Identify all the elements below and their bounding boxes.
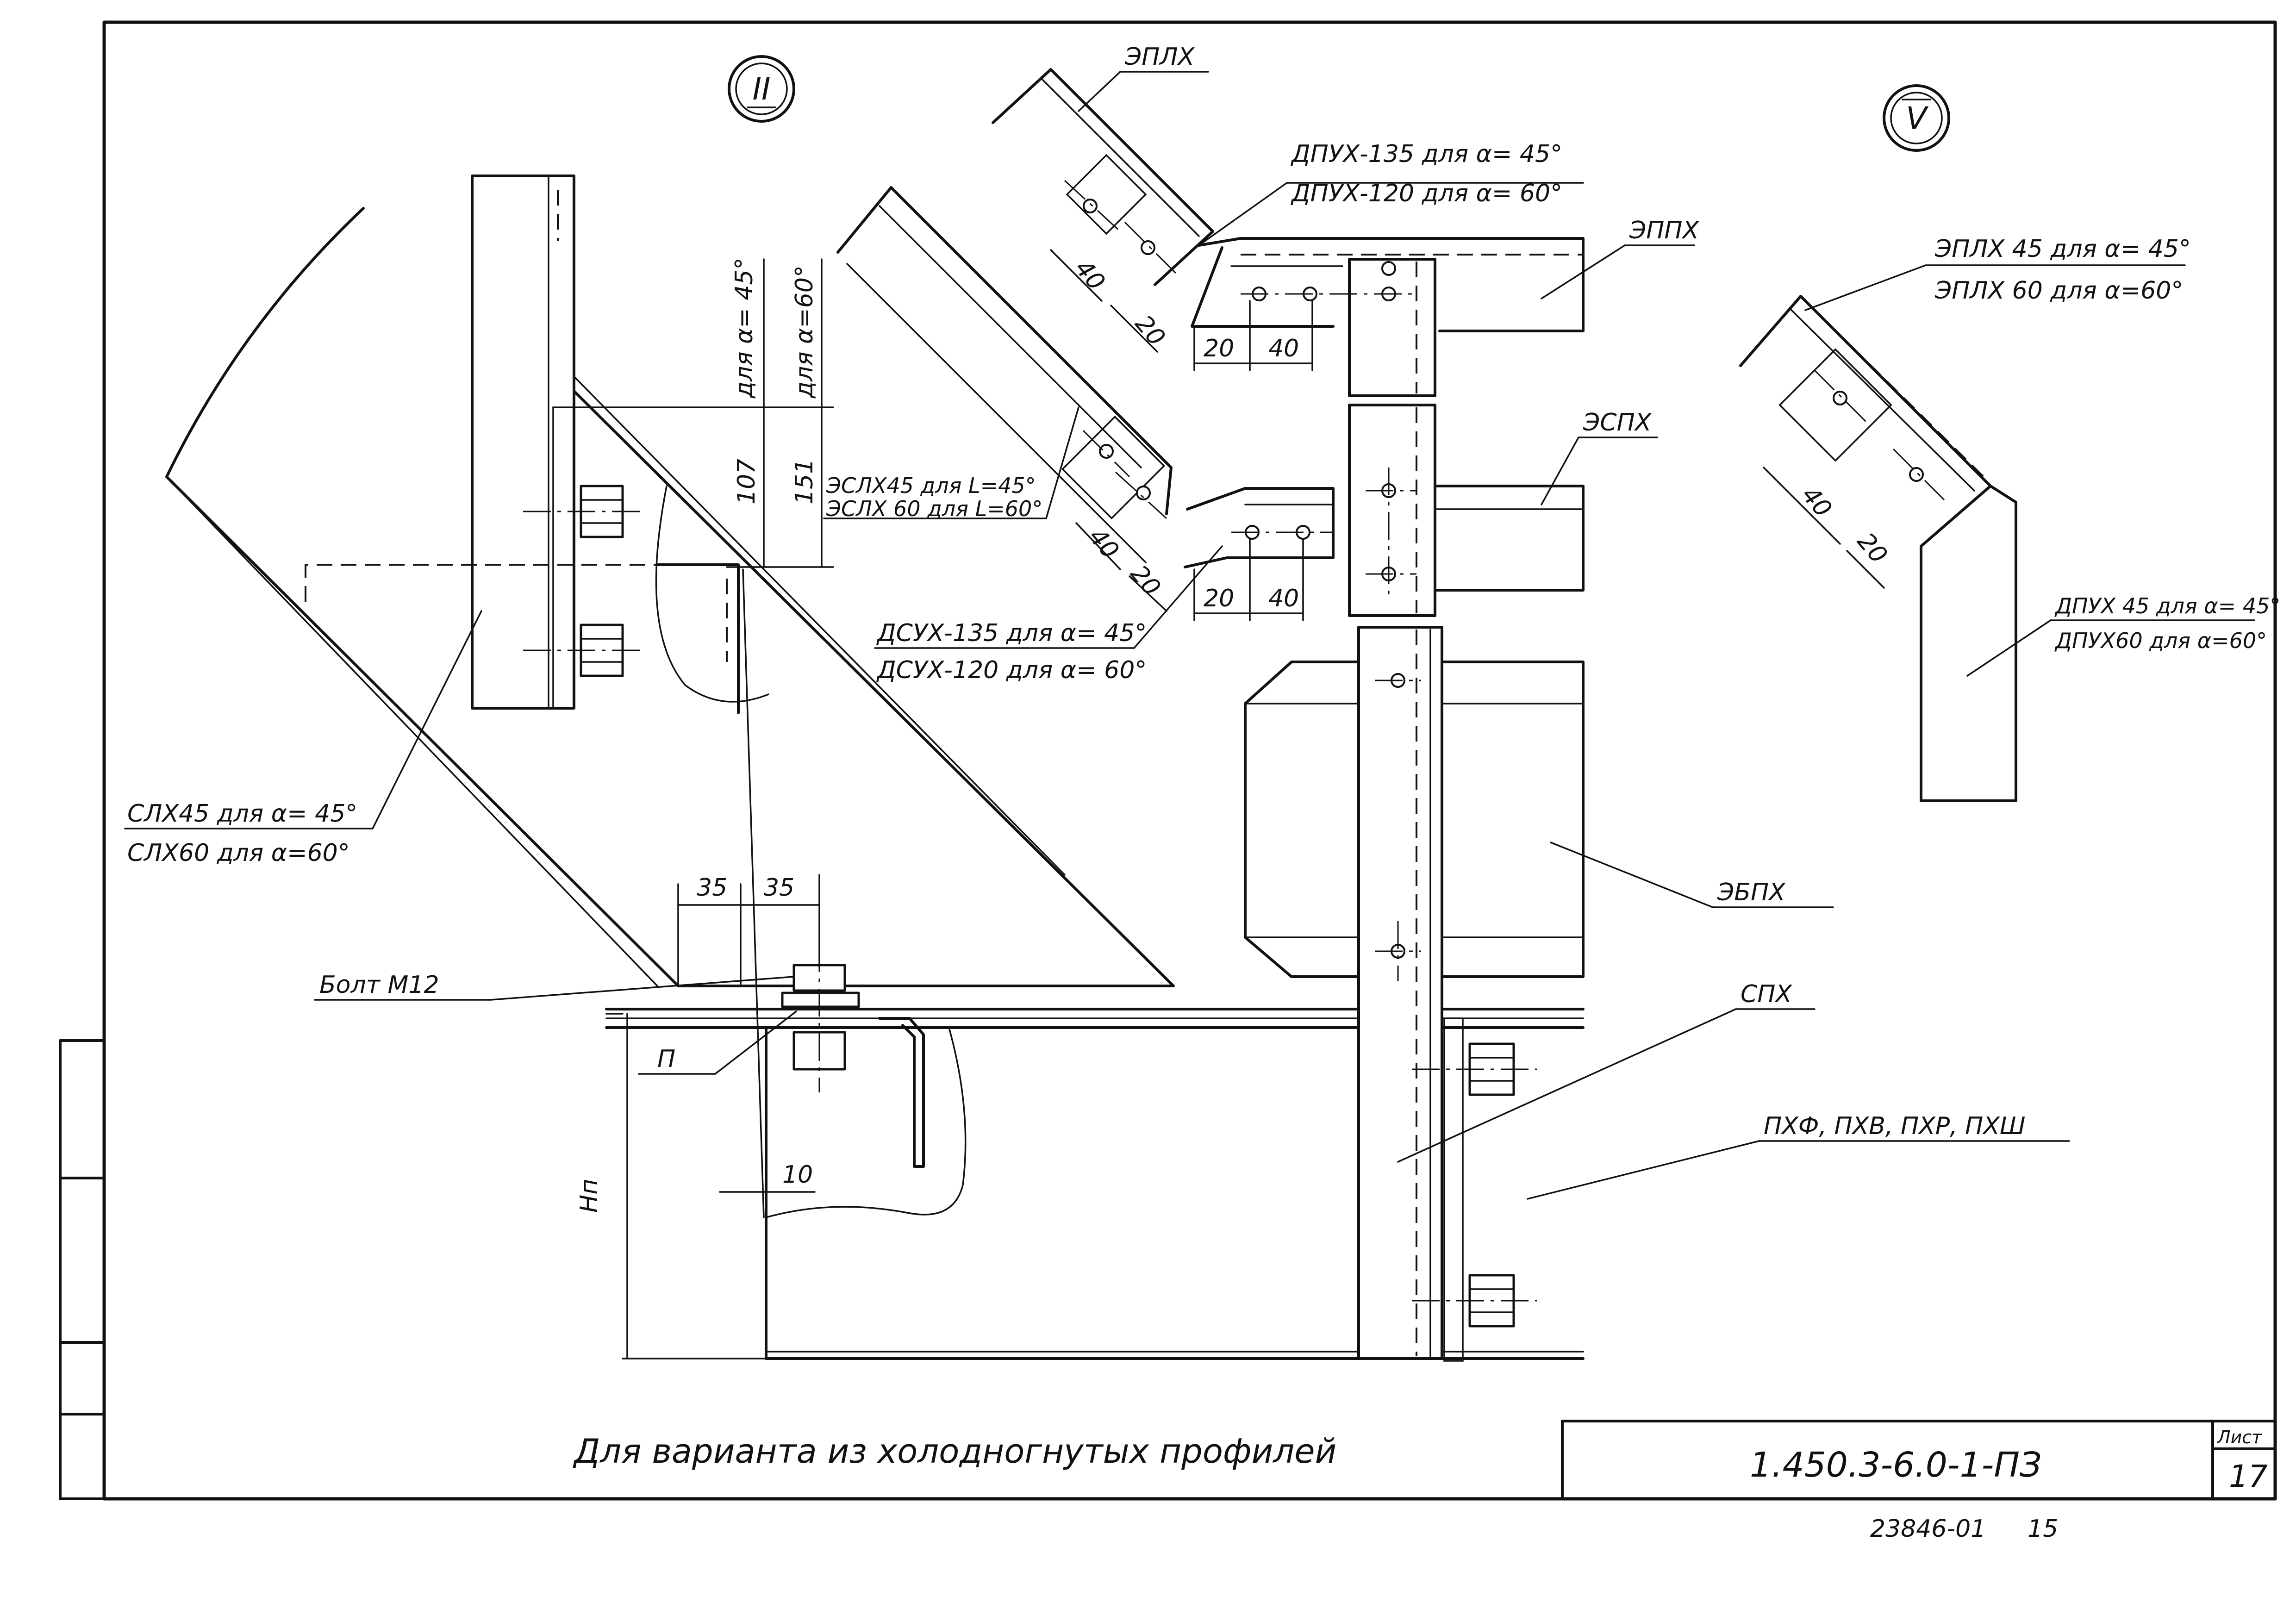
dim-35-right: 35 (764, 874, 794, 902)
dim-107: 107 (733, 459, 761, 505)
label-profiles: ПХФ, ПХВ, ПХР, ПХШ (1764, 1112, 2025, 1140)
dim-40-mid: 40 (1268, 335, 1299, 362)
sheet-frame (59, 20, 2277, 1501)
label-for-a60: для α=60° (791, 265, 818, 399)
doc-code: 1.450.3-6.0-1-ПЗ (1750, 1445, 2041, 1485)
label-eslh60: ЭСЛХ 60 для L=60° (826, 496, 1042, 521)
label-eplh60: ЭПЛХ 60 для α=60° (1934, 277, 2183, 305)
label-eslh45: ЭСЛХ45 для L=45° (826, 473, 1036, 498)
label-epph: ЭППХ (1629, 217, 1700, 244)
label-dsuh120: ДСУХ-120 для α= 60° (876, 656, 1147, 684)
label-slh60: СЛХ60 для α=60° (127, 839, 350, 867)
dim-40-low: 40 (1268, 585, 1299, 612)
detail-view-v (1739, 295, 2017, 802)
right-lower-assembly (1244, 626, 1585, 1362)
bolt-lower (523, 624, 643, 677)
caption: Для варианта из холодногнутых профилей (573, 1432, 1336, 1471)
label-p: П (657, 1045, 675, 1073)
sheet-label: Лист (2216, 1427, 2263, 1447)
label-for-a45: для α= 45° (730, 257, 758, 399)
view-v-label: V (1906, 100, 1928, 136)
dimension-lines (124, 71, 2255, 1359)
dim-20-esl: 20 (1125, 560, 1166, 601)
dim-35-left: 35 (697, 874, 727, 902)
label-dsuh135: ДСУХ-135 для α= 45° (876, 619, 1147, 647)
dim-10: 10 (782, 1161, 813, 1189)
bolt-upper (523, 485, 643, 538)
dim-40-esl: 40 (1083, 523, 1124, 564)
labels: ЭПЛХ ДПУХ-135 для α= 45° ДПУХ-120 для α=… (127, 43, 2280, 1213)
detail-top-middle (992, 68, 1585, 397)
left-assembly (165, 175, 1585, 1360)
label-sph: СПХ (1741, 980, 1792, 1008)
dim-40-view-v: 40 (1796, 481, 1837, 523)
view-ii-marker: II (728, 55, 795, 123)
bolt-m12 (781, 944, 860, 1092)
dim-20-mid: 20 (1204, 335, 1234, 362)
label-eplh45: ЭПЛХ 45 для α= 45° (1934, 235, 2191, 263)
view-v-marker: V (1883, 84, 1950, 152)
sheet-number: 17 (2229, 1459, 2268, 1494)
label-dpuh135: ДПУХ-135 для α= 45° (1291, 140, 1562, 168)
footer-number: 15 (2028, 1515, 2058, 1543)
dim-20-top: 20 (1129, 310, 1170, 351)
label-dpuh45: ДПУХ 45 для α= 45° (2054, 593, 2280, 618)
label-dpuh120: ДПУХ-120 для α= 60° (1291, 180, 1562, 207)
footer-code: 23846-01 (1870, 1515, 1986, 1543)
label-esph: ЭСПХ (1583, 409, 1652, 436)
title-block: 1.450.3-6.0-1-ПЗ Лист 17 (1561, 1420, 2277, 1500)
label-bolt: Болт М12 (319, 971, 439, 999)
dim-20-low: 20 (1204, 585, 1234, 612)
label-ebph: ЭБПХ (1717, 879, 1786, 906)
label-eplh: ЭПЛХ (1124, 43, 1195, 71)
dimension-values: 107 151 35 35 10 40 20 20 40 40 20 20 40… (697, 255, 1893, 1189)
view-ii-label: II (753, 71, 771, 107)
label-hp: Нп (575, 1179, 603, 1213)
label-slh45: СЛХ45 для α= 45° (127, 800, 357, 828)
dim-40-top: 40 (1069, 255, 1110, 296)
label-dpuh60: ДПУХ60 для α=60° (2054, 628, 2267, 653)
detail-middle (836, 186, 1585, 617)
dim-151: 151 (791, 459, 818, 505)
